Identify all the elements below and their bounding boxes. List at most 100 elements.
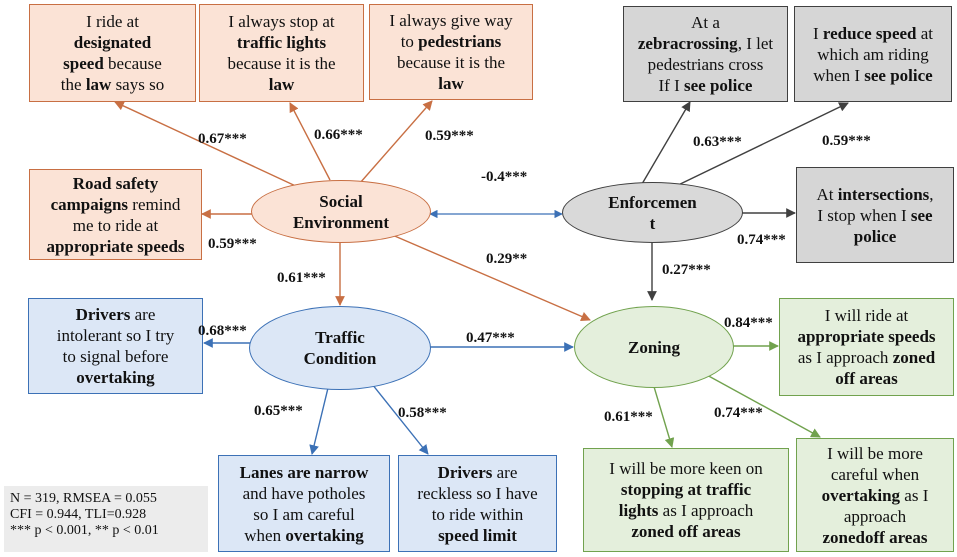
- indicator-text: because: [103, 54, 162, 73]
- coef-z1: 0.84***: [724, 315, 773, 331]
- coef-s1: 0.67***: [198, 131, 247, 147]
- indicator-text: because it is the: [396, 53, 506, 72]
- arrow-zoning-z2: [651, 379, 675, 448]
- indicator-text: reckless so I have: [417, 483, 538, 503]
- indicator-text: law: [85, 75, 112, 94]
- indicator-text: law: [268, 75, 295, 94]
- indicator-text: because it is the: [227, 54, 336, 73]
- indicator-text: reduce speed: [822, 23, 917, 43]
- coef-t3: 0.58***: [398, 405, 447, 421]
- coef-enforcement-zoning: 0.27***: [662, 262, 711, 278]
- indicator-text: me to ride at: [72, 215, 159, 235]
- indicator-text: At a: [691, 13, 720, 32]
- indicator-text: , I let: [737, 34, 774, 53]
- indicator-text: I stop when I: [817, 205, 911, 225]
- enforcement-line-2: t: [649, 213, 656, 233]
- coef-social-traffic: 0.61***: [277, 270, 326, 286]
- indicator-text: appropriate speeds: [797, 327, 936, 346]
- coef-social-zoning: 0.29**: [486, 251, 528, 267]
- indicator-text: I: [812, 23, 823, 43]
- coef-social-enforcement: -0.4***: [481, 169, 528, 185]
- indicator-text: Lanes are narrow: [239, 462, 369, 482]
- indicator-text: as I: [900, 485, 929, 505]
- indicator-text: zebra: [637, 34, 679, 53]
- indicator-intersections: At intersections, I stop when I see police: [796, 167, 954, 263]
- indicator-text: intersections: [837, 184, 930, 204]
- indicator-text: and have potholes: [242, 483, 366, 503]
- arrow-traffic-t2: [309, 387, 329, 455]
- fit-stat-line: *** p < 0.001, ** p < 0.01: [10, 523, 159, 538]
- indicator-text: at: [916, 23, 934, 43]
- coef-z3: 0.74***: [714, 405, 763, 421]
- indicator-text: I always stop at: [228, 12, 335, 31]
- coef-traffic-zoning: 0.47***: [466, 330, 515, 346]
- indicator-text: to: [400, 32, 419, 51]
- coef-s4: 0.59***: [208, 236, 257, 252]
- construct-traffic-label: Traffic Condition: [303, 328, 377, 368]
- indicator-text: pedestrians cross: [647, 55, 764, 74]
- indicator-text: Road safety: [72, 173, 159, 193]
- construct-zoning: Zoning: [574, 306, 734, 388]
- indicator-text: the: [60, 75, 86, 94]
- coef-t1: 0.68***: [198, 323, 247, 339]
- fit-stat-line: CFI = 0.944, TLI=0.928: [10, 507, 147, 522]
- enforcement-line-1: Enforcemen: [608, 192, 697, 212]
- indicator-text: are: [492, 462, 518, 482]
- path-social-zoning: [389, 233, 591, 322]
- indicator-text: At: [816, 184, 838, 204]
- arrow-traffic-t3: [371, 383, 429, 455]
- indicator-text: campaigns: [50, 194, 129, 214]
- indicator-text: Drivers: [75, 305, 131, 324]
- indicator-text: I will be more: [827, 443, 923, 463]
- indicator-text: lights: [618, 501, 659, 520]
- coef-e2: 0.59***: [822, 133, 871, 149]
- arrow-social-s2: [289, 102, 331, 181]
- indicator-text: I always give way: [389, 11, 513, 30]
- indicator-text: so I am careful: [253, 504, 355, 524]
- indicator-text: see police: [864, 65, 933, 85]
- indicator-text: ,: [929, 184, 934, 204]
- indicator-text: when I: [813, 65, 865, 85]
- indicator-text: approach: [843, 506, 907, 526]
- arrow-social-s3: [359, 100, 433, 184]
- construct-social-environment: Social Environment: [251, 180, 431, 243]
- indicator-text: pedestrians: [418, 32, 502, 51]
- indicator-text: off areas: [835, 369, 898, 388]
- indicator-text: traffic lights: [236, 33, 327, 52]
- indicator-text: police: [853, 226, 897, 246]
- indicator-text: zoned: [892, 348, 936, 367]
- indicator-text: speed limit: [438, 525, 517, 545]
- indicator-text: intolerant so I try: [56, 326, 175, 345]
- indicator-text: off areas: [865, 527, 928, 547]
- indicator-text: see: [910, 205, 933, 225]
- indicator-text: overtaking: [821, 485, 901, 505]
- indicator-text: Drivers: [437, 462, 493, 482]
- arrow-social-s1: [114, 101, 301, 189]
- indicator-text: crossing: [678, 34, 738, 53]
- construct-social-label: Social Environment: [292, 191, 390, 232]
- indicator-text: to ride within: [431, 504, 524, 524]
- indicator-text: I will ride at: [824, 306, 909, 325]
- indicator-text: see police: [684, 76, 753, 95]
- coef-e3: 0.74***: [737, 232, 786, 248]
- arrow-zoning-z3: [704, 373, 821, 438]
- indicator-traffic-lights: I always stop at traffic lights because it…: [199, 4, 364, 102]
- indicator-text: to signal before: [62, 347, 169, 366]
- indicator-text: I will be more keen on: [609, 459, 763, 478]
- coef-s2: 0.66***: [314, 127, 363, 143]
- indicator-text: remind: [128, 194, 181, 214]
- indicator-text: appropriate speeds: [46, 236, 185, 256]
- indicator-text: speed: [63, 54, 104, 73]
- coef-e1: 0.63***: [693, 134, 742, 150]
- indicator-text: designated: [73, 33, 152, 52]
- fit-statistics: N = 319, RMSEA = 0.055 CFI = 0.944, TLI=…: [4, 486, 208, 552]
